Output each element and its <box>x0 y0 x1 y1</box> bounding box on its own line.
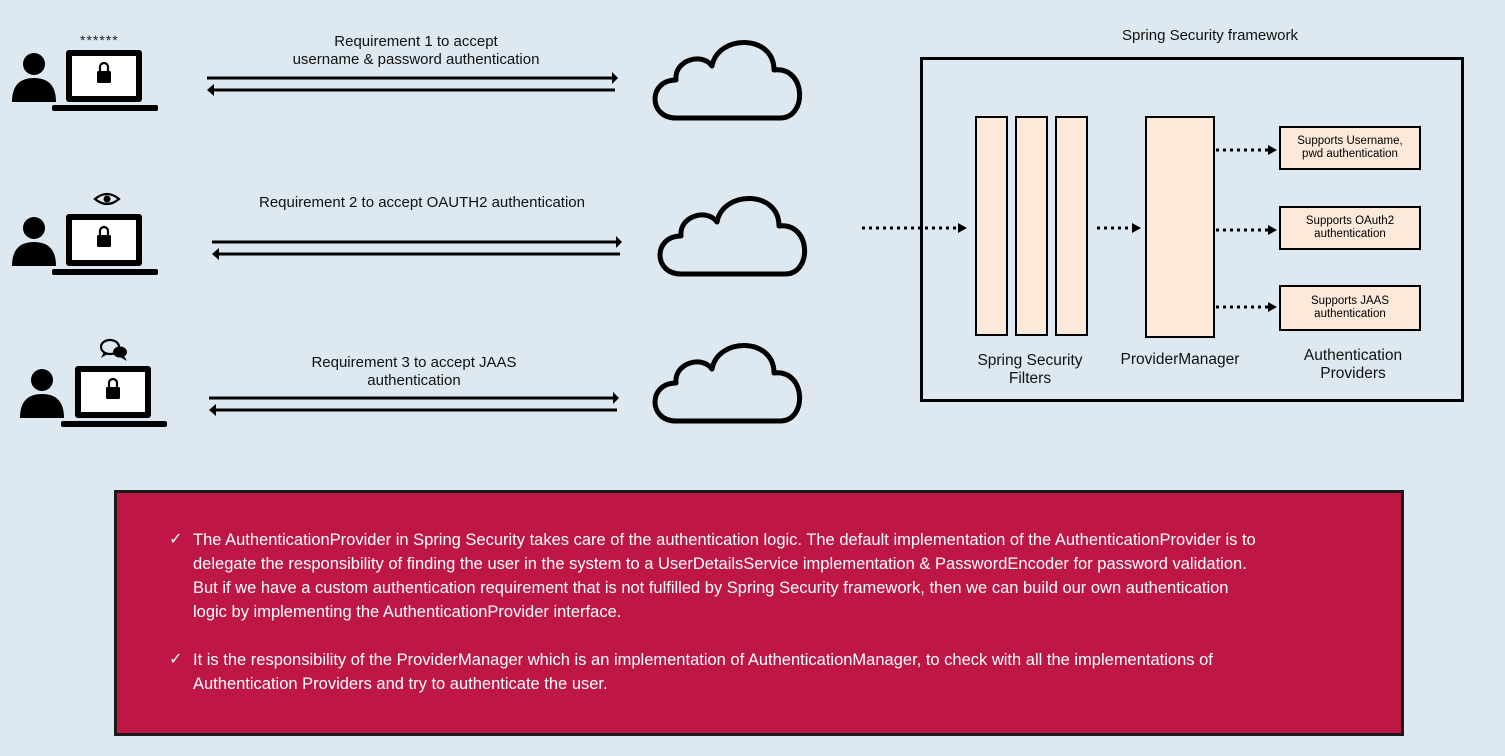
cloud-icon <box>655 42 800 118</box>
provider-username-pwd: Supports Username, pwd authentication <box>1279 126 1421 170</box>
request-arrows-3 <box>209 392 619 416</box>
user-row-3 <box>20 338 169 429</box>
framework-title: Spring Security framework <box>1122 27 1298 44</box>
provider-manager-label: ProviderManager <box>1120 351 1240 368</box>
user-icon <box>12 53 56 102</box>
eye-icon <box>93 192 121 206</box>
password-stars: ****** <box>80 32 119 48</box>
provider-oauth2: Supports OAuth2 authentication <box>1279 206 1421 250</box>
dotted-connectors <box>862 148 1268 309</box>
request-arrows-2 <box>212 236 622 260</box>
info-bullet-2: ✓ It is the responsibility of the Provid… <box>169 648 1213 696</box>
request-arrows-1 <box>207 72 618 96</box>
info-bullet-text: It is the responsibility of the Provider… <box>193 651 1213 693</box>
requirement-2-label: Requirement 2 to accept OAUTH2 authentic… <box>258 194 585 211</box>
cloud-icon <box>655 345 800 421</box>
requirement-3-label: Requirement 3 to accept JAAS authenticat… <box>311 354 517 389</box>
security-filter-bar <box>1055 116 1088 336</box>
providers-label: Authentication Providers <box>1303 347 1403 382</box>
filters-label: Spring Security Filters <box>977 352 1083 387</box>
provider-manager-bar <box>1145 116 1215 338</box>
user-row-2 <box>12 192 160 277</box>
cloud-icon <box>660 198 805 274</box>
laptop-lock-icon <box>50 48 160 113</box>
info-panel: ✓ The AuthenticationProvider in Spring S… <box>114 490 1404 736</box>
security-filter-bar <box>975 116 1008 336</box>
user-icon <box>12 217 56 266</box>
check-icon: ✓ <box>169 531 183 548</box>
security-filter-bar <box>1015 116 1048 336</box>
info-bullet-1: ✓ The AuthenticationProvider in Spring S… <box>169 528 1256 624</box>
info-bullet-text: The AuthenticationProvider in Spring Sec… <box>193 531 1256 621</box>
check-icon: ✓ <box>169 651 183 668</box>
user-icon <box>20 369 64 418</box>
chat-bubbles-icon <box>99 338 127 361</box>
laptop-lock-icon <box>50 212 160 277</box>
provider-jaas: Supports JAAS authentication <box>1279 285 1421 331</box>
laptop-lock-icon <box>59 364 169 429</box>
framework-frame <box>920 57 1464 402</box>
requirement-1-label: Requirement 1 to accept username & passw… <box>292 33 540 68</box>
user-row-1 <box>12 48 160 113</box>
